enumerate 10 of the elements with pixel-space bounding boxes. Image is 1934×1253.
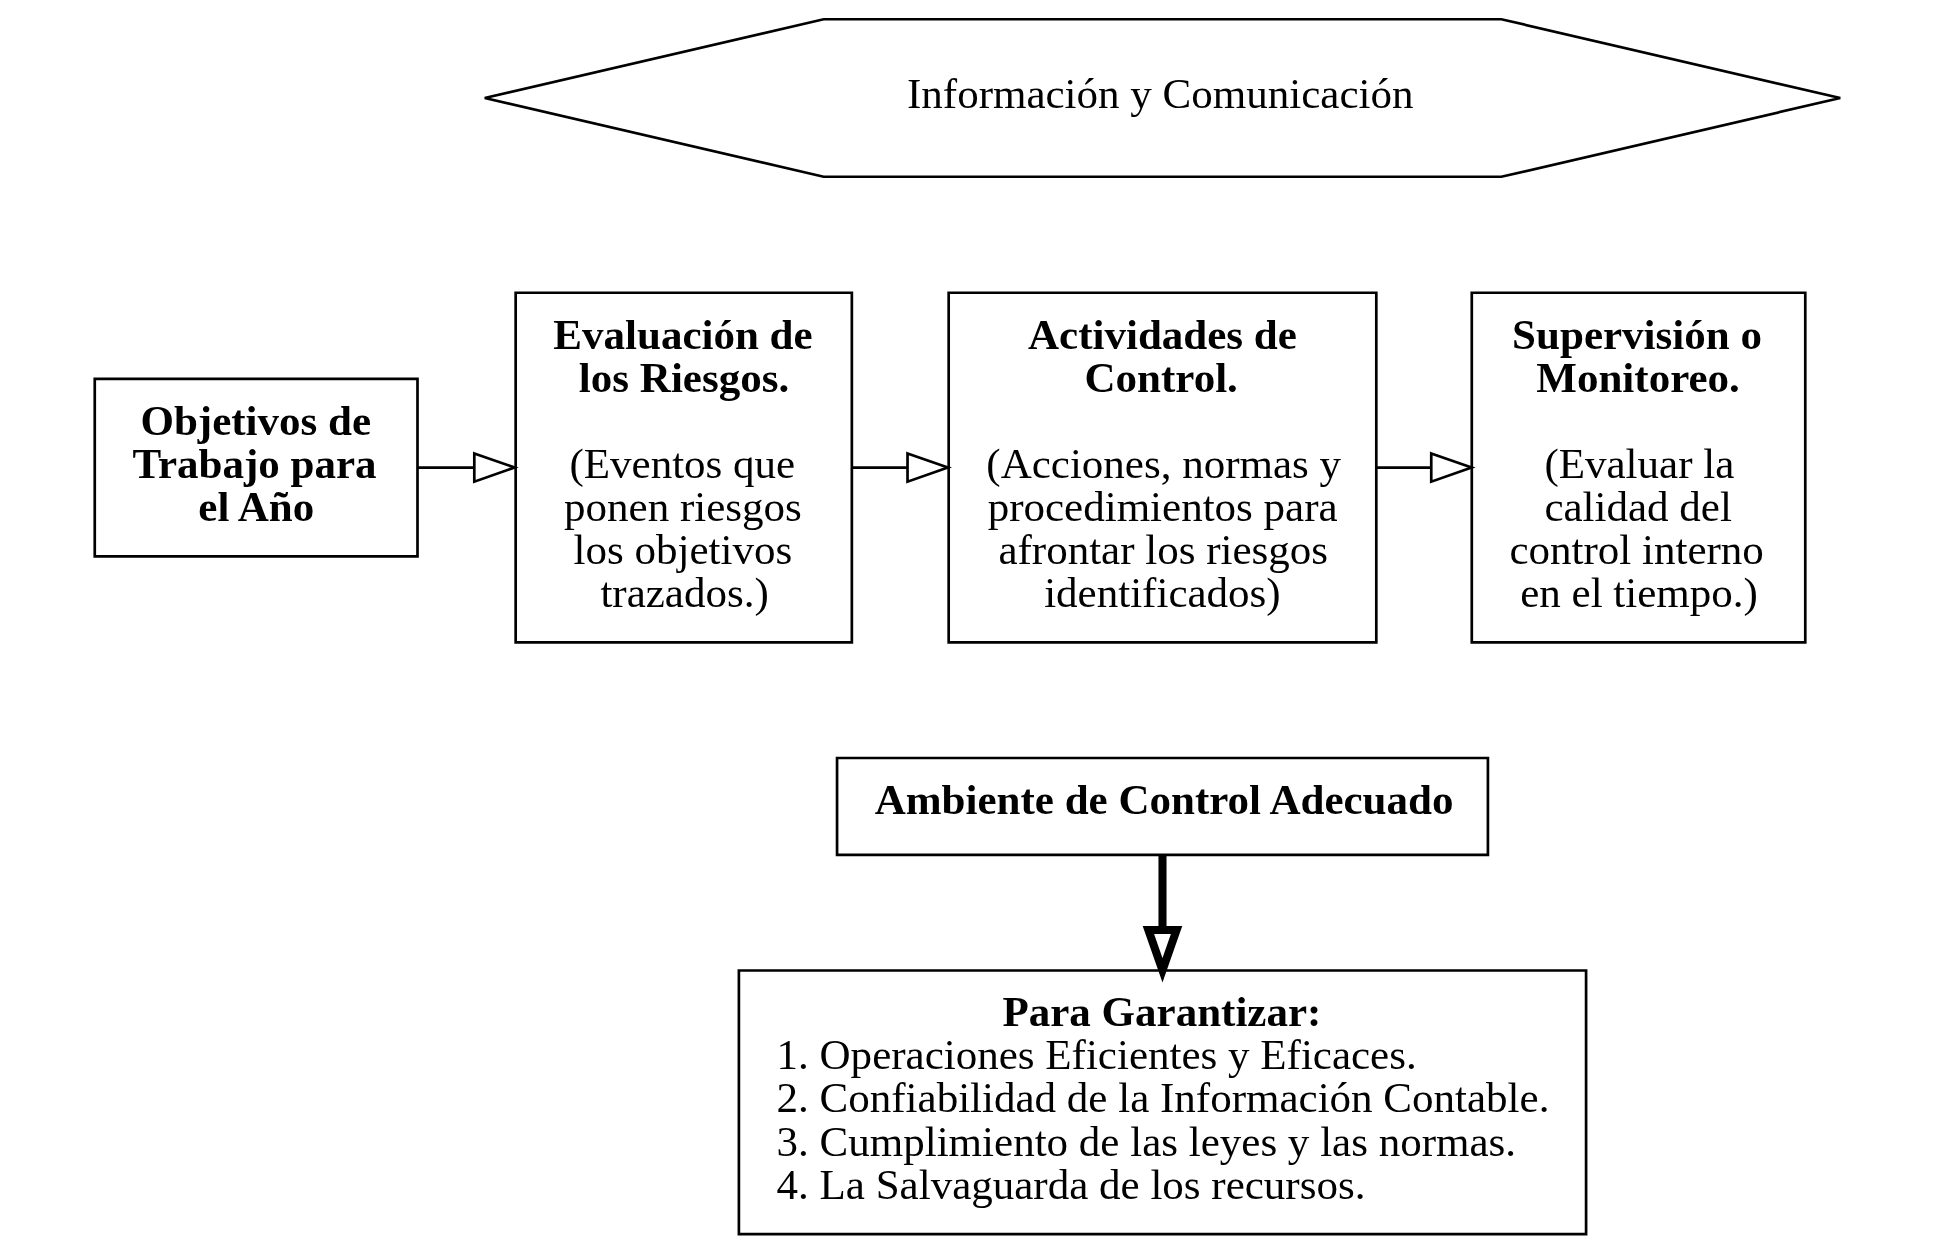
node-box: Evaluación de los Riesgos. (Eventos que ponen riesgos los objetivos trazados.) [513, 291, 853, 644]
node-box: Actividades de Control. (Acciones, normas y procedimientos para afrontar los riesgos identificados) [946, 291, 1378, 644]
arrow [851, 451, 952, 484]
arrow [1142, 855, 1182, 983]
node-box: Objetivos de Trabajo para el Año [92, 377, 419, 558]
node-box: Ambiente de Control Adecuado [835, 756, 1489, 857]
node-box: Supervisión o Monitoreo. (Evaluar la calidad del control interno en el tiempo.) [1469, 291, 1807, 644]
node-box: Para Garantizar: 1. Operaciones Eficientes y Eficaces. 2. Confiabilidad de la Información Contable. 3. Cumplimiento de las leyes y las normas. 4. La Salvaguarda de los recursos. [737, 969, 1587, 1236]
arrow [1375, 451, 1476, 484]
arrow [417, 451, 519, 484]
